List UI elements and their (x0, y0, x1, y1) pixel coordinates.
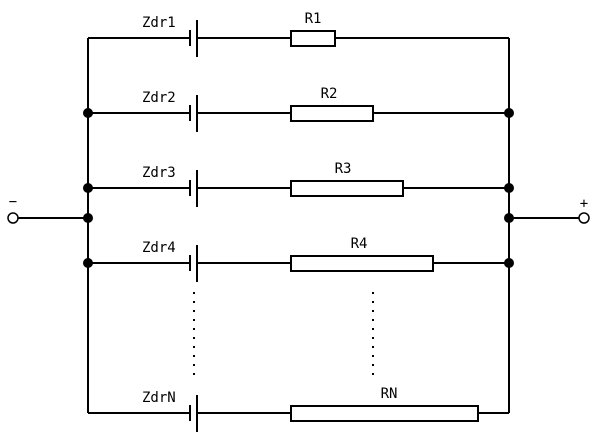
junction-dot (504, 213, 514, 223)
branch-1: Zdr1 R1 (88, 11, 509, 57)
resistor-rn (290, 405, 479, 422)
branch-n: ZdrN RN (88, 386, 509, 432)
negative-terminal (7, 212, 19, 224)
junction-dot (504, 183, 514, 193)
source-label: Zdr1 (142, 15, 176, 31)
junction-dot (83, 258, 93, 268)
resistor-label: R3 (335, 161, 352, 177)
branch-4: Zdr4 R4 (88, 236, 509, 282)
junction-dot (83, 183, 93, 193)
resistor-r4 (290, 255, 434, 272)
source-label: Zdr4 (142, 240, 176, 256)
junction-dot (504, 258, 514, 268)
junction-dot (504, 108, 514, 118)
source-label: Zdr3 (142, 165, 176, 181)
negative-terminal-sign: − (9, 194, 17, 210)
resistor-r3 (290, 180, 404, 197)
junction-dot (83, 213, 93, 223)
branch-3: Zdr3 R3 (88, 161, 509, 207)
resistor-label: R1 (305, 11, 322, 27)
branch-2: Zdr2 R2 (88, 86, 509, 132)
resistor-r1 (290, 30, 336, 47)
junction-dot (83, 108, 93, 118)
resistor-label: R2 (321, 86, 338, 102)
resistor-r2 (290, 105, 374, 122)
resistor-label: RN (381, 386, 398, 402)
resistor-label: R4 (351, 236, 368, 252)
source-label: ZdrN (142, 390, 176, 406)
positive-terminal-sign: + (580, 196, 588, 212)
positive-terminal (578, 212, 590, 224)
source-label: Zdr2 (142, 90, 176, 106)
